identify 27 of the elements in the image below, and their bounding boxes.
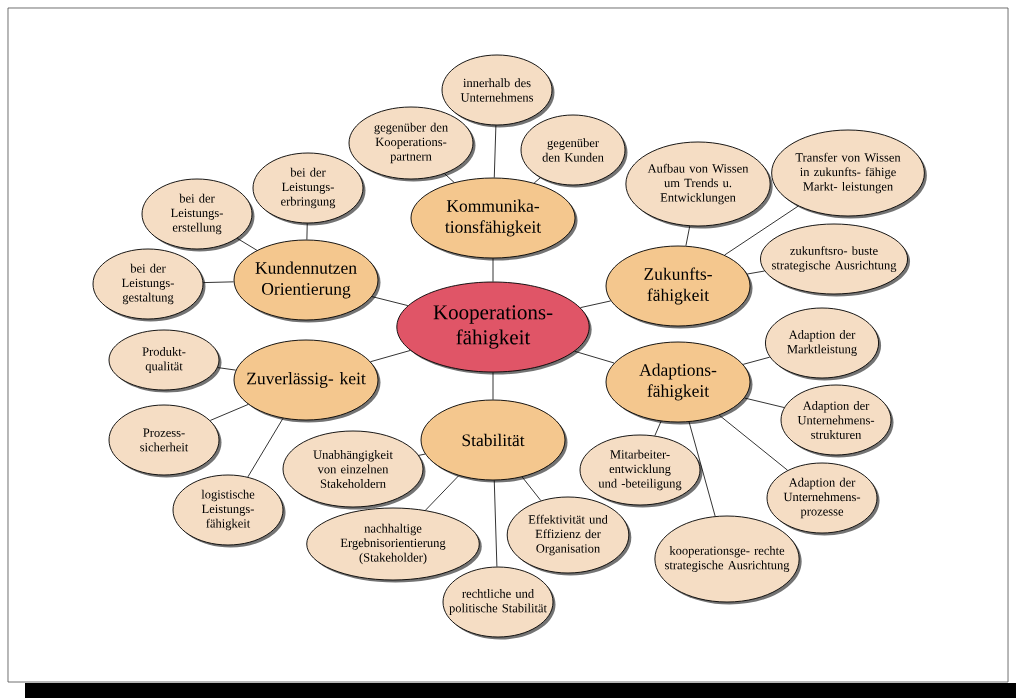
connector-line <box>654 420 662 437</box>
connector-line <box>746 270 765 275</box>
connector-line <box>492 258 494 282</box>
connector-line <box>418 453 426 456</box>
connector-line <box>718 414 788 471</box>
connector-line <box>533 177 541 184</box>
connector-line <box>580 300 612 309</box>
connector-line <box>685 225 691 247</box>
connector-line <box>492 372 494 400</box>
connector-line <box>371 296 409 306</box>
connector-line <box>425 475 460 511</box>
connector-line <box>370 350 411 363</box>
connector-line <box>217 367 237 371</box>
connector-line <box>236 238 258 251</box>
connector-line <box>574 350 615 364</box>
connector-line <box>493 125 497 178</box>
connector-line <box>688 421 716 517</box>
connector-line <box>724 205 799 256</box>
connector-line <box>493 480 498 567</box>
connector-line <box>744 397 785 408</box>
connector-line <box>521 476 542 501</box>
connector-line <box>306 223 308 240</box>
connector-line <box>742 356 771 365</box>
connector-line <box>203 281 235 283</box>
connector-line <box>444 173 455 183</box>
connector-line <box>209 404 249 421</box>
connector-line <box>247 417 284 478</box>
